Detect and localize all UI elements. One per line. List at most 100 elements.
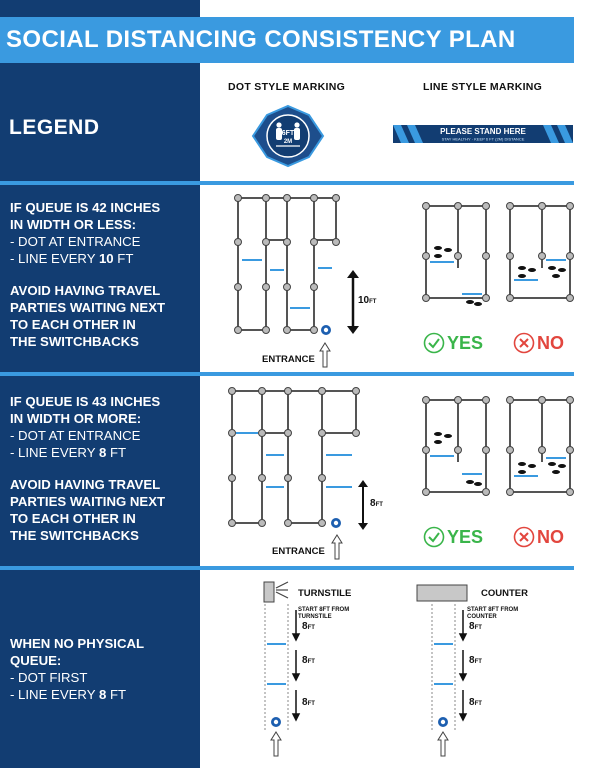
section-2-avoid-line-2: PARTIES WAITING NEXT	[10, 494, 166, 509]
section-1-distance-label: 10FT	[358, 295, 376, 306]
yes-label: YES	[447, 332, 484, 353]
distance-arrow-icon	[358, 480, 368, 530]
dot-marker-bottom-label: 2M	[284, 139, 292, 145]
section-1-entrance-label: ENTRANCE	[262, 354, 315, 365]
section-1-avoid-line-4: THE SWITCHBACKS	[10, 334, 139, 349]
distance-number: 10	[358, 295, 370, 306]
interval-unit: FT	[474, 625, 482, 631]
interval-number: 8	[469, 655, 475, 666]
line-rule-prefix: - LINE EVERY	[10, 445, 99, 460]
page-title: SOCIAL DISTANCING CONSISTENCY PLAN	[6, 26, 516, 53]
turnstile-interval-label-2: 8FT	[302, 655, 315, 666]
section-2-no-badge: NO	[513, 526, 564, 548]
interval-number: 8	[302, 655, 308, 666]
section-3-condition-line-1: WHEN NO PHYSICAL	[10, 636, 145, 651]
dot-style-heading: DOT STYLE MARKING	[228, 81, 346, 93]
section-3-dot-rule: - DOT FIRST	[10, 670, 88, 685]
turnstile-interval-label-3: 8FT	[302, 697, 315, 708]
line-rule-suffix: FT	[106, 445, 127, 460]
section-1-no-badge: NO	[513, 332, 564, 354]
turnstile-start-label: START 8FT FROM TURNSTILE	[298, 607, 350, 620]
section-2-no-example	[506, 396, 574, 496]
section-2-yes-example	[422, 396, 490, 496]
section-1-no-example	[506, 202, 574, 302]
interval-unit: FT	[474, 659, 482, 665]
line-rule-number: 10	[98, 251, 114, 266]
turnstile-label: TURNSTILE	[298, 588, 352, 599]
line-marker-label: PLEASE STAND HERE	[440, 127, 526, 136]
dot-style-marker-icon: 6FT 2M	[251, 104, 325, 168]
no-label: NO	[537, 526, 564, 547]
distance-unit: FT	[369, 299, 377, 305]
turnstile-interval-label-1: 8FT	[302, 621, 315, 632]
line-rule-number: 8	[98, 445, 107, 460]
check-icon	[423, 332, 445, 354]
line-rule-prefix: - LINE EVERY	[10, 251, 99, 266]
section-2-dot-rule: - DOT AT ENTRANCE	[10, 428, 141, 443]
interval-unit: FT	[307, 625, 315, 631]
section-1-condition-line-2: IN WIDTH OR LESS:	[10, 217, 137, 232]
dot-marker-top-label: 6FT	[282, 130, 295, 137]
section-1-line-rule: - LINE EVERY 10 FT	[10, 250, 196, 267]
counter-interval-label-1: 8FT	[469, 621, 482, 632]
interval-unit: FT	[307, 701, 315, 707]
counter-interval-label-2: 8FT	[469, 655, 482, 666]
line-style-marker-icon: PLEASE STAND HERE STAY HEALTHY · KEEP 6 …	[393, 125, 573, 143]
section-1-rules: IF QUEUE IS 42 INCHES IN WIDTH OR LESS: …	[10, 199, 196, 350]
interval-number: 8	[469, 697, 475, 708]
distance-arrow-icon	[347, 270, 359, 334]
distance-unit: FT	[375, 502, 383, 508]
turnstile-icon	[263, 581, 289, 603]
section-2-avoid-line-1: AVOID HAVING TRAVEL	[10, 477, 161, 492]
section-2-queue-diagram	[228, 387, 360, 528]
line-rule-number: 8	[98, 687, 107, 702]
section-1-yes-badge: YES	[423, 332, 483, 354]
section-1-queue-diagram	[234, 194, 340, 335]
section-2-avoid-line-4: THE SWITCHBACKS	[10, 528, 139, 543]
section-2-condition-line-1: IF QUEUE IS 43 INCHES	[10, 394, 161, 409]
turnstile-queue-diagram	[264, 604, 301, 757]
section-3-line-rule: - LINE EVERY 8 FT	[10, 686, 196, 703]
section-3-rules: WHEN NO PHYSICAL QUEUE: - DOT FIRST - LI…	[10, 635, 196, 703]
check-icon	[423, 526, 445, 548]
interval-number: 8	[302, 697, 308, 708]
x-icon	[513, 526, 535, 548]
title-bar	[0, 17, 574, 63]
counter-queue-diagram	[431, 604, 468, 757]
section-1-avoid-line-2: PARTIES WAITING NEXT	[10, 300, 166, 315]
section-divider	[0, 181, 574, 185]
section-2-rules: IF QUEUE IS 43 INCHES IN WIDTH OR MORE: …	[10, 393, 196, 544]
yes-label: YES	[447, 526, 484, 547]
line-rule-suffix: FT	[106, 687, 127, 702]
legend-label: LEGEND	[9, 116, 100, 139]
counter-label: COUNTER	[481, 588, 528, 599]
section-1-avoid-line-3: TO EACH OTHER IN	[10, 317, 136, 332]
counter-icon	[416, 584, 468, 602]
section-1-avoid-line-1: AVOID HAVING TRAVEL	[10, 283, 161, 298]
no-label: NO	[537, 332, 564, 353]
section-2-condition-line-2: IN WIDTH OR MORE:	[10, 411, 142, 426]
line-marker-sublabel: STAY HEALTHY · KEEP 6 FT (2M) DISTANCE	[442, 137, 525, 142]
entrance-arrow-icon	[319, 342, 331, 368]
line-rule-prefix: - LINE EVERY	[10, 687, 99, 702]
section-2-avoid-line-3: TO EACH OTHER IN	[10, 511, 136, 526]
line-rule-suffix: FT	[113, 251, 134, 266]
section-3-condition-line-2: QUEUE:	[10, 653, 62, 668]
interval-unit: FT	[474, 701, 482, 707]
section-2-yes-badge: YES	[423, 526, 483, 548]
section-2-distance-label: 8FT	[370, 498, 383, 509]
entrance-arrow-icon	[331, 534, 343, 560]
interval-number: 8	[302, 621, 308, 632]
counter-start-label: START 8FT FROM COUNTER	[467, 607, 519, 620]
section-1-dot-rule: - DOT AT ENTRANCE	[10, 234, 141, 249]
section-divider	[0, 372, 574, 376]
section-2-line-rule: - LINE EVERY 8 FT	[10, 444, 196, 461]
section-divider	[0, 566, 574, 570]
counter-interval-label-3: 8FT	[469, 697, 482, 708]
x-icon	[513, 332, 535, 354]
interval-number: 8	[469, 621, 475, 632]
section-1-condition-line-1: IF QUEUE IS 42 INCHES	[10, 200, 161, 215]
left-column-panel	[0, 0, 200, 768]
interval-unit: FT	[307, 659, 315, 665]
distance-number: 8	[370, 498, 376, 509]
